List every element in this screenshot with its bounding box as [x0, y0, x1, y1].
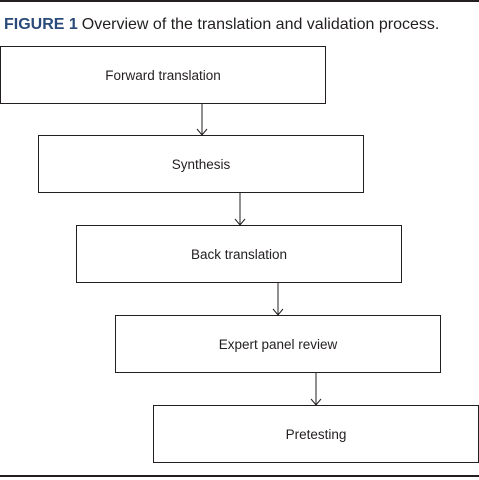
figure-label: FIGURE 1 — [4, 16, 78, 33]
step-label: Synthesis — [171, 156, 231, 172]
step-label: Pretesting — [285, 426, 347, 442]
figure-caption-text: Overview of the translation and validati… — [81, 16, 440, 33]
top-rule — [0, 0, 479, 2]
bottom-rule — [0, 475, 479, 477]
step-label: Expert panel review — [218, 336, 338, 352]
step-box-synthesis: Synthesis — [38, 135, 364, 193]
step-box-pretesting: Pretesting — [153, 405, 479, 463]
step-label: Back translation — [190, 246, 288, 262]
step-label: Forward translation — [105, 67, 221, 83]
step-box-expert-panel-review: Expert panel review — [115, 315, 441, 373]
step-box-back-translation: Back translation — [76, 225, 402, 283]
step-box-forward-translation: Forward translation — [0, 46, 326, 104]
